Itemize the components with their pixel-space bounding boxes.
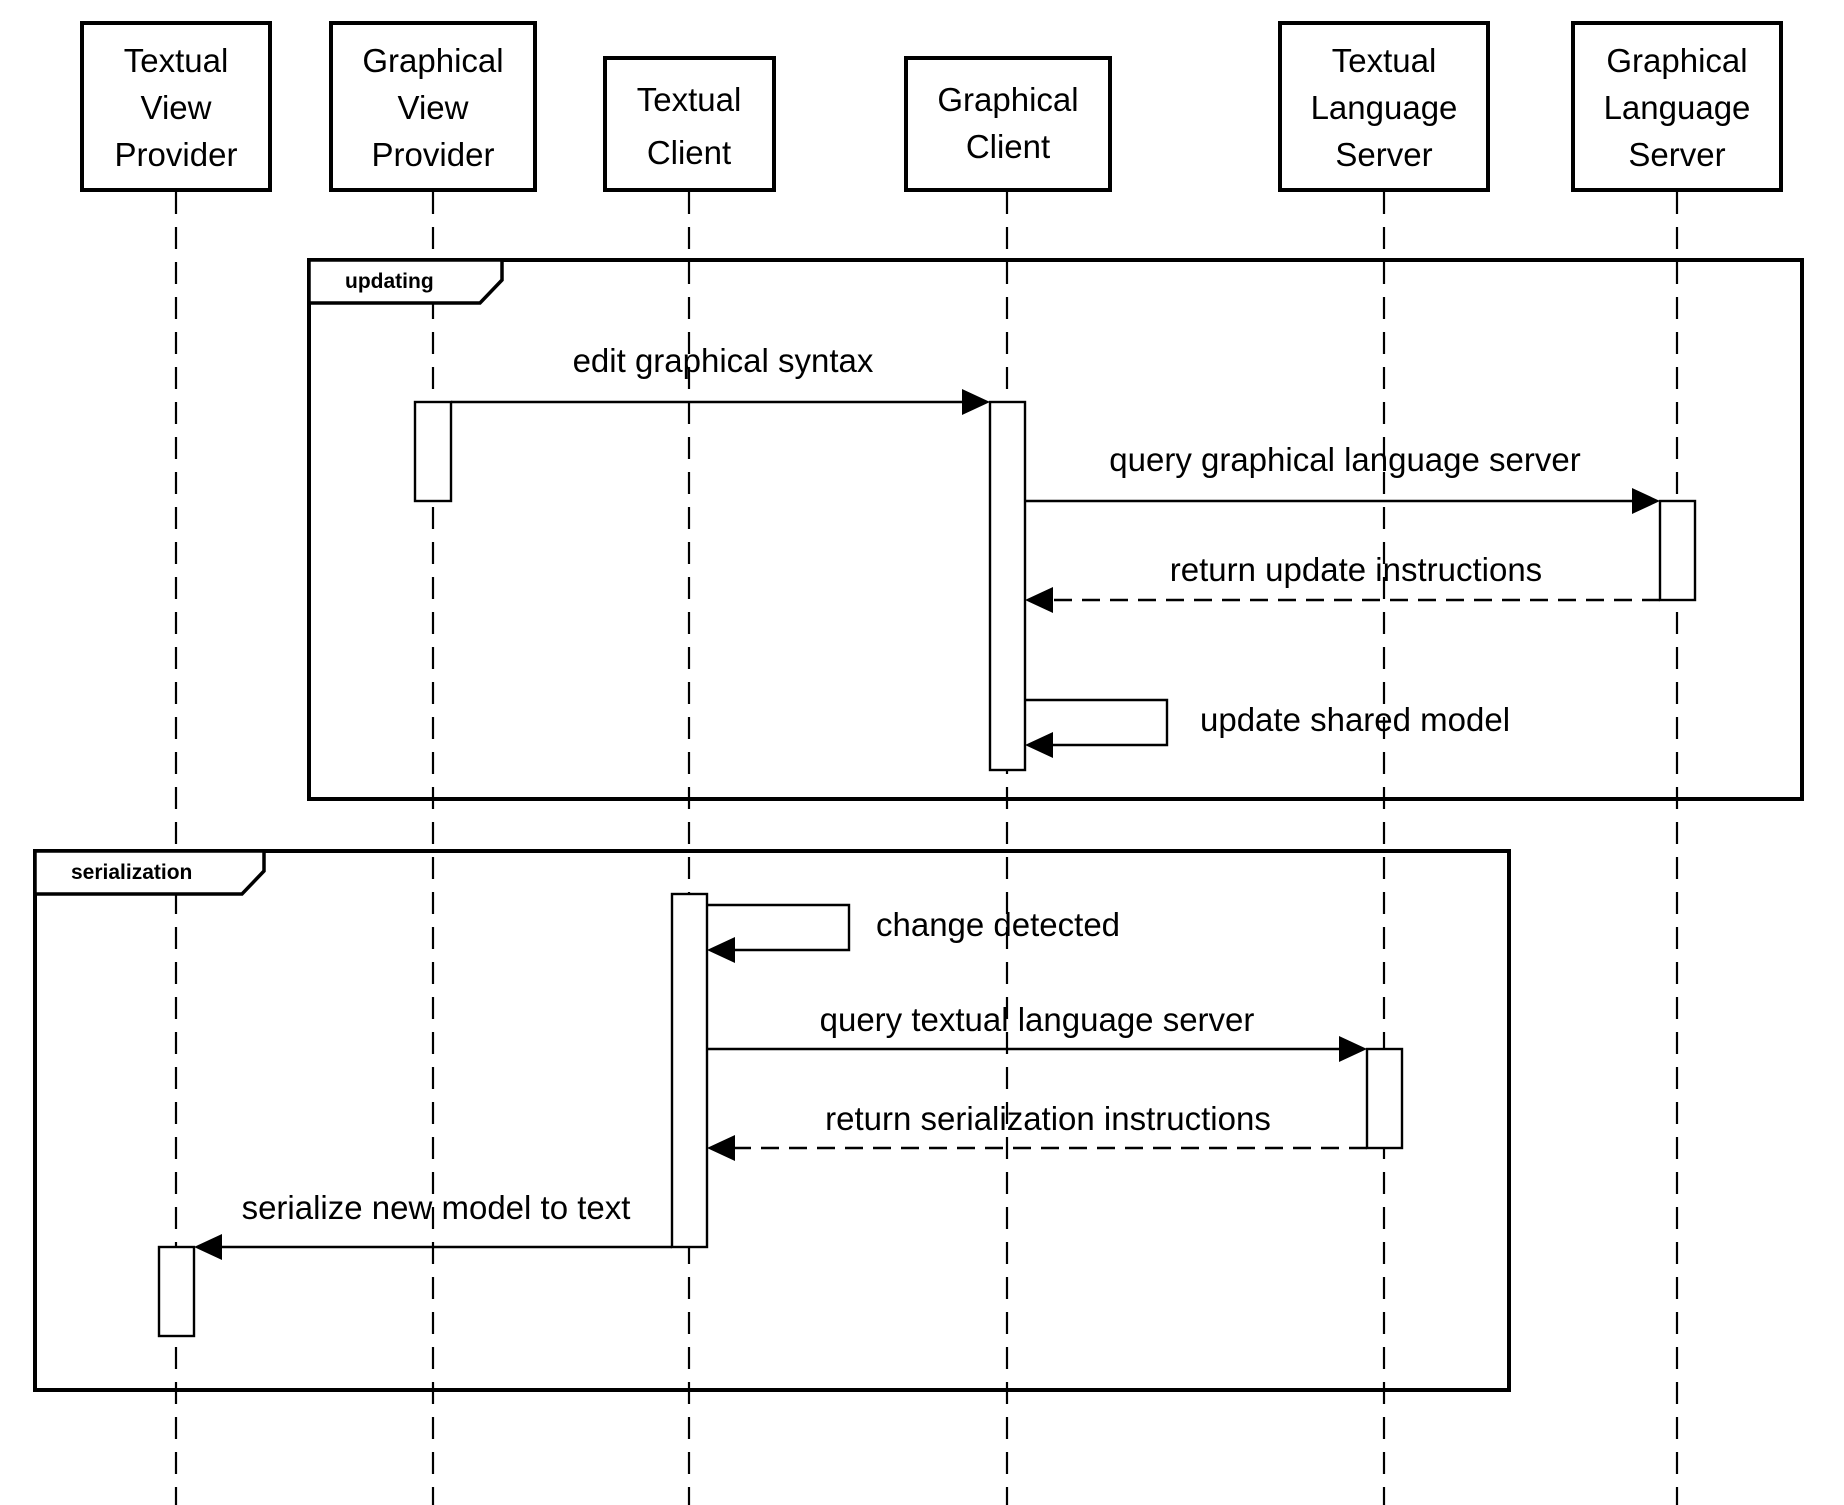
message-line xyxy=(707,903,851,952)
frame-tab xyxy=(307,258,504,305)
participant-label-line: Textual xyxy=(637,81,742,118)
lifelines xyxy=(174,192,1679,1505)
message-return-serialization-instructions: return serialization instructions xyxy=(707,1100,1367,1161)
svg-text:Language: Language xyxy=(1604,89,1751,126)
participant-label-line: Server xyxy=(1628,136,1725,173)
message-update-shared-model: update shared model xyxy=(1025,698,1510,758)
frame-border xyxy=(33,849,1511,1392)
arrowhead xyxy=(707,937,735,963)
participant-label-line: Textual xyxy=(124,42,229,79)
svg-text:Server: Server xyxy=(1335,136,1432,173)
participant-label-line: Graphical xyxy=(1606,42,1747,79)
participant-box xyxy=(80,21,272,192)
arrowhead xyxy=(962,389,990,415)
message-label: query graphical language server xyxy=(1109,441,1580,478)
frame-tab xyxy=(33,849,266,896)
message-query-graphical-language-server: query graphical language server xyxy=(1025,441,1660,514)
svg-text:Server: Server xyxy=(1628,136,1725,173)
participant-label-line: Graphical xyxy=(937,81,1078,118)
svg-text:Graphical: Graphical xyxy=(937,81,1078,118)
frame-serialization: serialization xyxy=(33,849,1511,1392)
arrowhead xyxy=(1025,587,1053,613)
participant-label-line: Server xyxy=(1335,136,1432,173)
message-line xyxy=(1025,698,1169,747)
participant-box xyxy=(1278,21,1490,192)
participant-label-line: Client xyxy=(966,128,1050,165)
participant-label-line: Provider xyxy=(372,136,495,173)
participant-label-line: Textual xyxy=(1332,42,1437,79)
participant-label-line: Language xyxy=(1311,89,1458,126)
participant-graphical-client: Graphical Client xyxy=(904,56,1112,192)
participant-label-line: View xyxy=(141,89,212,126)
activation-textual-client xyxy=(670,892,709,1249)
activations xyxy=(157,400,1697,1338)
arrowhead xyxy=(707,1135,735,1161)
participant-graphical-language-server: Graphical Language Server xyxy=(1571,21,1783,192)
svg-text:Textual: Textual xyxy=(1332,42,1437,79)
participant-box xyxy=(1571,21,1783,192)
activation-textual-language-server xyxy=(1365,1047,1404,1150)
message-change-detected: change detected xyxy=(707,903,1120,963)
message-edit-graphical-syntax: edit graphical syntax xyxy=(451,342,990,415)
svg-text:View: View xyxy=(398,89,469,126)
svg-text:Client: Client xyxy=(966,128,1050,165)
participant-box xyxy=(603,56,776,192)
svg-text:Graphical: Graphical xyxy=(1606,42,1747,79)
message-label: return update instructions xyxy=(1170,551,1542,588)
frame-border xyxy=(307,258,1804,801)
participant-label-line: Graphical xyxy=(362,42,503,79)
activation-graphical-client xyxy=(988,400,1027,772)
message-label: edit graphical syntax xyxy=(573,342,874,379)
message-serialize-new-model-to-text: serialize new model to text xyxy=(194,1189,672,1260)
participant-graphical-view-provider: Graphical View Provider xyxy=(329,21,537,192)
frame-label-updating: updating xyxy=(345,270,434,293)
participant-label-line: Provider xyxy=(115,136,238,173)
arrowhead xyxy=(194,1234,222,1260)
message-label: change detected xyxy=(876,906,1120,943)
participant-box xyxy=(329,21,537,192)
frame-label-serialization: serialization xyxy=(71,861,192,884)
message-label: update shared model xyxy=(1200,701,1510,738)
svg-text:Provider: Provider xyxy=(115,136,238,173)
participant-textual-language-server: Textual Language Server xyxy=(1278,21,1490,192)
activation-graphical-view-provider xyxy=(413,400,453,503)
arrowhead xyxy=(1025,732,1053,758)
participant-label-line: Client xyxy=(647,134,731,171)
message-label: return serialization instructions xyxy=(825,1100,1271,1137)
arrowhead xyxy=(1632,488,1660,514)
participant-label-line: View xyxy=(398,89,469,126)
message-query-textual-language-server: query textual language server xyxy=(707,1001,1367,1062)
svg-text:Client: Client xyxy=(647,134,731,171)
activation-textual-view-provider xyxy=(157,1245,196,1338)
frame-updating: updating xyxy=(307,258,1804,801)
message-label: serialize new model to text xyxy=(242,1189,631,1226)
arrowhead xyxy=(1339,1036,1367,1062)
participant-label-line: Language xyxy=(1604,89,1751,126)
svg-text:Textual: Textual xyxy=(637,81,742,118)
participant-textual-view-provider: Textual View Provider xyxy=(80,21,272,192)
message-label: query textual language server xyxy=(820,1001,1255,1038)
message-return-update-instructions: return update instructions xyxy=(1025,551,1660,613)
participant-textual-client: Textual Client xyxy=(603,56,776,192)
svg-text:Textual: Textual xyxy=(124,42,229,79)
activation-graphical-language-server xyxy=(1658,499,1697,602)
svg-text:Graphical: Graphical xyxy=(362,42,503,79)
participant-box xyxy=(904,56,1112,192)
svg-text:Language: Language xyxy=(1311,89,1458,126)
svg-text:Provider: Provider xyxy=(372,136,495,173)
svg-text:View: View xyxy=(141,89,212,126)
